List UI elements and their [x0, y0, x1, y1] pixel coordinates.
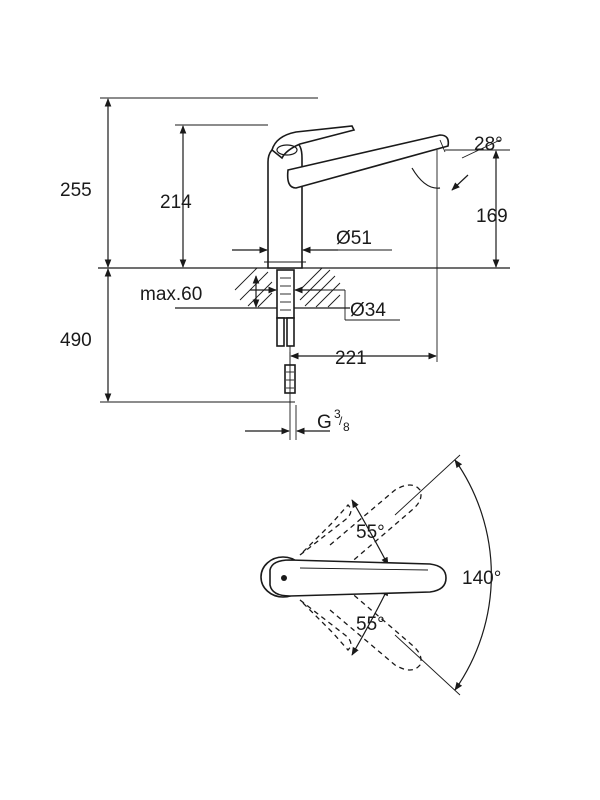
lever-top: [269, 559, 447, 597]
dim-lever-up: 55°: [356, 522, 385, 543]
spout: [286, 134, 450, 189]
swing-arc: [454, 459, 492, 691]
svg-text:8: 8: [343, 420, 350, 434]
side-view: 255 214 169 28° Ø51 max.60 Ø34 490 221: [60, 97, 510, 440]
dim-reach: 221: [335, 348, 367, 369]
spout-angle-arc: [411, 167, 441, 189]
dim-max-deck: max.60: [140, 284, 202, 305]
dim-total-height: 255: [60, 180, 92, 201]
hose-right: [286, 317, 295, 347]
dim-connection-thread: G 3 / 8: [317, 407, 350, 434]
lever-ghost-down: [299, 599, 352, 651]
dim-spout-height: 169: [476, 206, 508, 227]
dim-base-diameter: Ø51: [336, 228, 372, 249]
dim-spout-angle: 28°: [474, 134, 503, 155]
svg-text:3: 3: [334, 407, 341, 421]
dim-below-deck: 490: [60, 330, 92, 351]
dim-swing-total: 140°: [462, 568, 501, 589]
hose-left: [276, 317, 285, 347]
svg-text:/: /: [339, 414, 343, 428]
dim-body-height: 214: [160, 192, 192, 213]
lever-cap: [276, 144, 298, 156]
dim-hole-diameter: Ø34: [350, 300, 386, 321]
deck-hatching: [234, 267, 341, 308]
faucet-body: [267, 141, 303, 269]
top-view: 140° 55° 55°: [260, 454, 501, 696]
lever-handle: [271, 125, 356, 160]
lever-ghost-up: [299, 504, 352, 556]
dim-lever-down: 55°: [356, 614, 385, 635]
lever-pivot-dot: [281, 575, 287, 581]
svg-text:G: G: [317, 412, 332, 433]
